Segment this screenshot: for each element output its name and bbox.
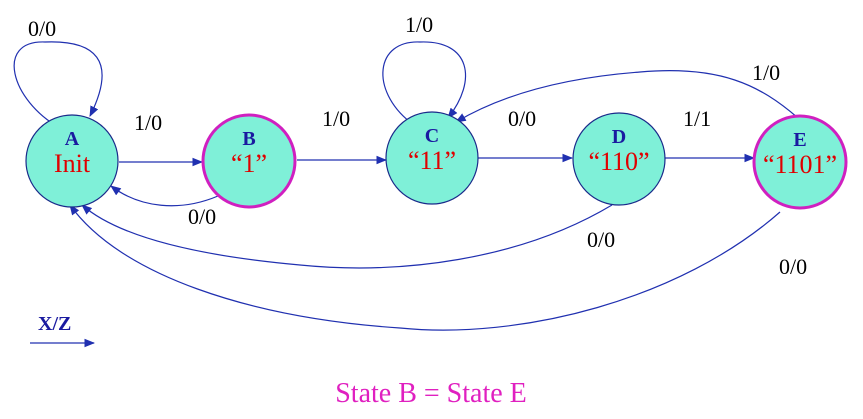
transition-d-a (81, 204, 613, 269)
state-e-desc: “1101” (763, 150, 837, 179)
transition-c-c (382, 41, 467, 123)
state-c-name: C (425, 125, 439, 147)
state-a-desc: Init (54, 149, 91, 178)
state-b-name: B (242, 128, 255, 150)
legend: X/Z (30, 313, 96, 348)
footer-statement: State B = State E (335, 378, 527, 409)
transition-b-a (110, 185, 219, 207)
transition-label-e-a: 0/0 (779, 254, 807, 279)
state-e: E “1101” (752, 114, 848, 210)
state-b-desc: “1” (231, 149, 267, 178)
transition-label-c-d: 0/0 (508, 106, 536, 131)
transition-label-b-c: 1/0 (322, 106, 350, 131)
state-c-desc: “11” (408, 146, 456, 175)
state-c: C “11” (385, 111, 479, 205)
transition-label-a-b: 1/0 (134, 110, 162, 135)
transitions: 0/0 1/0 0/0 1/0 1/0 0/0 1/1 1/0 0/0 0/0 (13, 12, 807, 331)
transition-label-a-a: 0/0 (28, 16, 56, 41)
state-a: A Init (25, 114, 119, 208)
transition-label-e-c: 1/0 (752, 60, 780, 85)
transition-label-b-a: 0/0 (188, 204, 216, 229)
state-e-circle (752, 114, 848, 210)
transition-e-c (455, 70, 799, 123)
state-a-circle (25, 114, 119, 208)
legend-label: X/Z (38, 313, 71, 335)
transition-label-d-e: 1/1 (683, 106, 711, 131)
state-e-name: E (793, 129, 806, 151)
transition-a-a (13, 41, 103, 129)
transition-label-c-c: 1/0 (405, 12, 433, 37)
state-d: D “110” (572, 112, 666, 206)
transition-e-a (69, 204, 781, 331)
state-d-desc: “110” (588, 147, 649, 176)
state-d-name: D (612, 126, 626, 148)
state-b-circle (201, 113, 297, 209)
transition-label-d-a: 0/0 (587, 227, 615, 252)
state-d-circle (572, 112, 666, 206)
state-c-circle (385, 111, 479, 205)
state-b: B “1” (201, 113, 297, 209)
state-a-name: A (65, 128, 80, 150)
